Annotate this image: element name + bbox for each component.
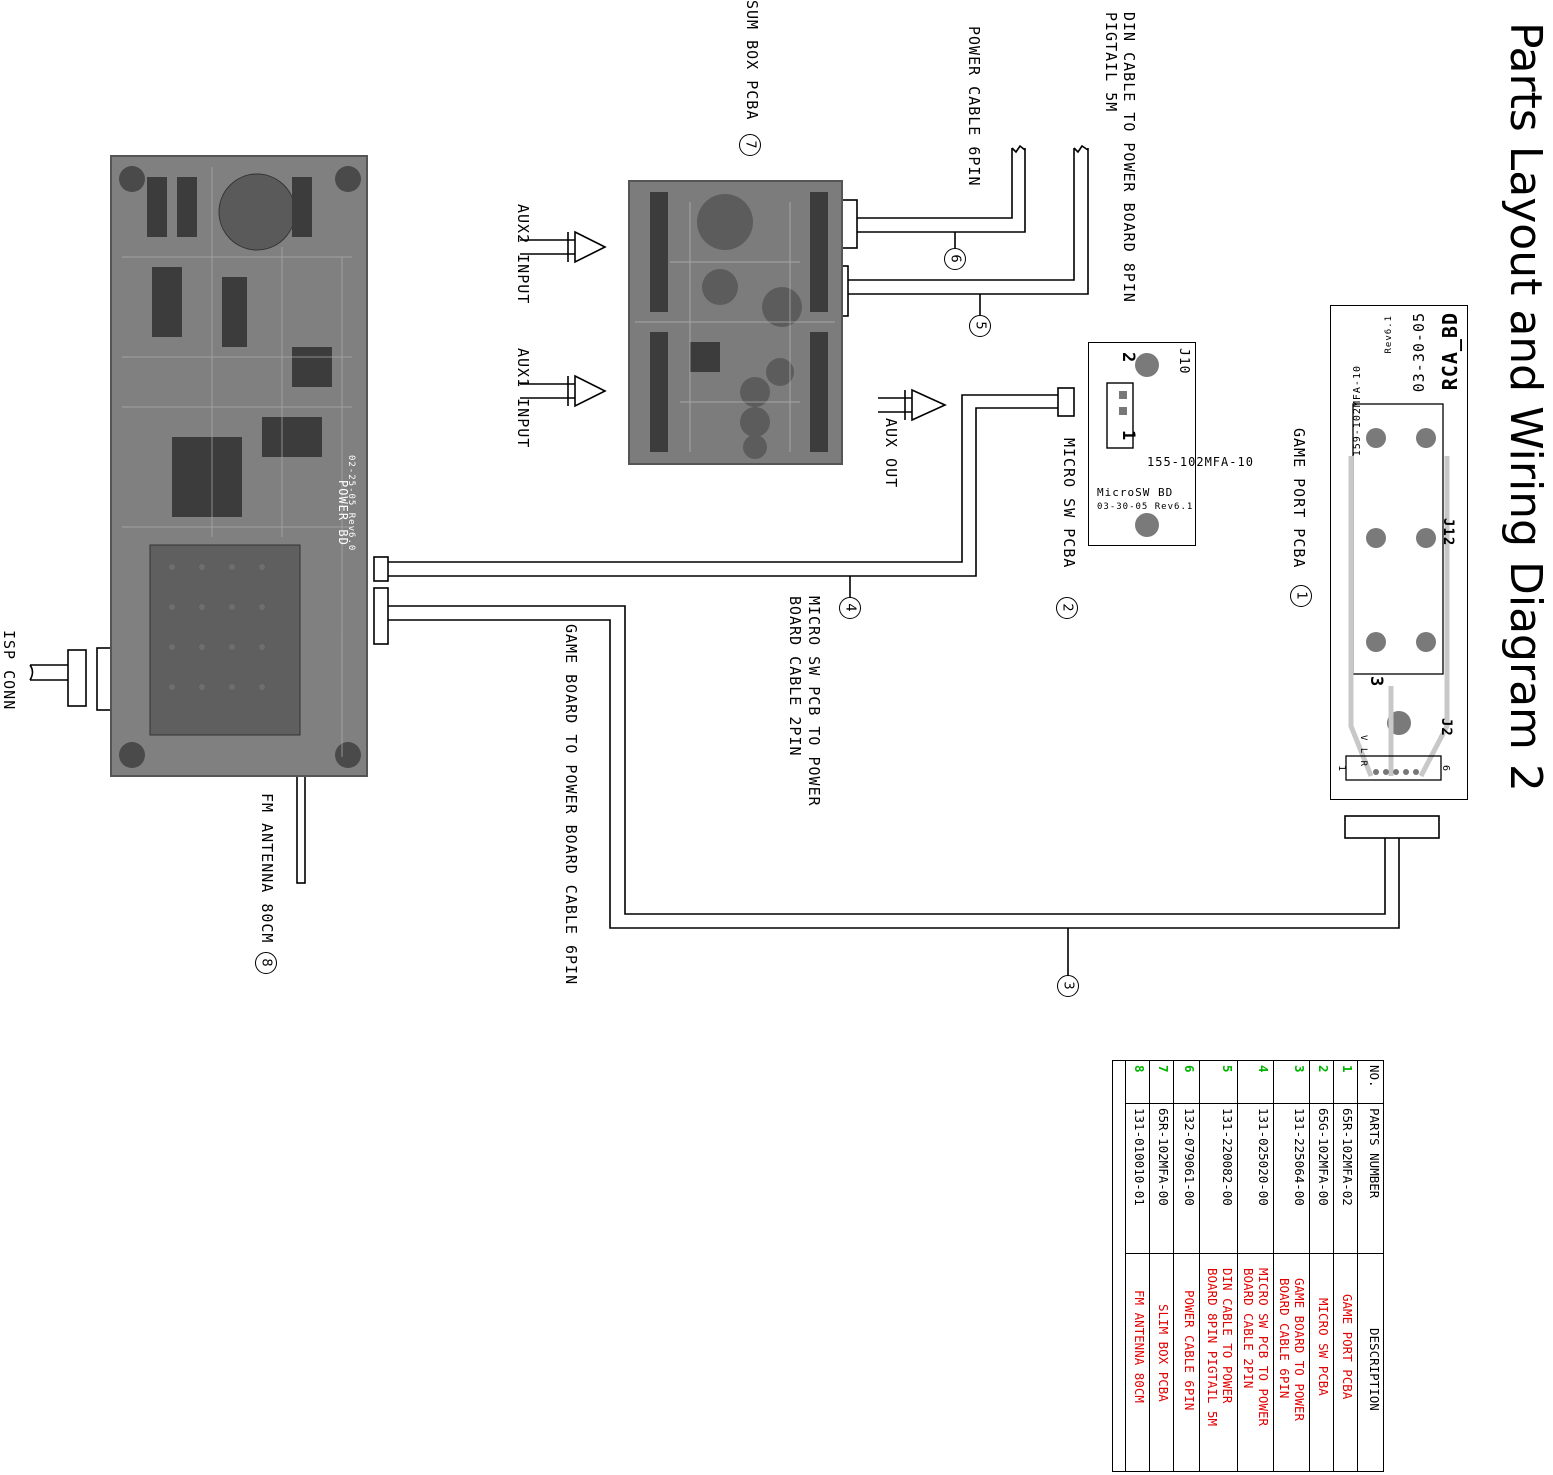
sum-box-pcb (628, 180, 843, 465)
callout-5: 5 (969, 315, 991, 337)
game-board-date: 03-30-05 (1410, 312, 1428, 393)
cable-3-path-b (388, 619, 1400, 929)
game-pin3: 3 (1366, 676, 1386, 688)
micro-board-name: MicroSW BD (1097, 486, 1174, 499)
micro-pin2: 2 (1118, 352, 1138, 364)
row-part-number: 131-225064-00 (1274, 1103, 1309, 1253)
row-part-number: 65G-102MFA-00 (1310, 1103, 1333, 1253)
row-number: 1 (1340, 1065, 1355, 1073)
cable-3-path (388, 605, 1386, 915)
game-board-name: RCA_BD (1438, 312, 1462, 391)
row-description: DIN CABLE TO POWER BOARD 8PIN PIGTAIL 5M (1200, 1253, 1237, 1473)
cable-4-path (388, 394, 1062, 563)
row-description: FM ANTENNA 80CM (1126, 1253, 1149, 1473)
label-micro-sw-pcba: MICRO SW PCBA (1060, 438, 1078, 569)
callout-6: 6 (944, 248, 966, 270)
label-din-cable-line2: PIGTAIL 5M (1102, 12, 1120, 113)
label-game-board-cable: GAME BOARD TO POWER BOARD CABLE 6PIN (562, 624, 580, 986)
callout-7: 7 (739, 134, 761, 156)
row-part-number: 131-010010-01 (1126, 1103, 1149, 1253)
label-fm-antenna: FM ANTENNA 80CM (258, 793, 276, 944)
power-board-traces (119, 166, 361, 768)
power-bd-label: POWER BD (336, 480, 350, 546)
row-description: GAME BOARD TO POWER BOARD CABLE 6PIN (1274, 1253, 1309, 1473)
game-pin1: 1 (1336, 765, 1347, 773)
row-part-number: 65R-102MFA-00 (1150, 1103, 1173, 1253)
table-row: 4 131-025020-00 MICRO SW PCB TO POWER BO… (1237, 1061, 1273, 1471)
label-isp-conn: ISP CONN (0, 630, 18, 711)
power-board-pcb (110, 155, 368, 777)
callout-8: 8 (255, 952, 277, 974)
game-vlr-label: V L R (1358, 735, 1368, 768)
row-number: 2 (1316, 1065, 1331, 1073)
row-number: 5 (1220, 1065, 1235, 1073)
game-pin6: 6 (1440, 765, 1451, 773)
label-aux-out: AUX OUT (882, 418, 900, 489)
label-sum-box: SUM BOX PCBA (743, 0, 761, 121)
row-description: MICRO SW PCBA (1310, 1253, 1333, 1473)
row-description: GAME PORT PCBA (1334, 1253, 1357, 1473)
row-number: 8 (1132, 1065, 1147, 1073)
row-part-number: 131-220082-00 (1200, 1103, 1237, 1253)
label-micro-cable-line1: MICRO SW PCB TO POWER (805, 596, 823, 807)
row-number: 6 (1182, 1065, 1197, 1073)
row-number: 4 (1256, 1065, 1271, 1073)
table-row: 1 65R-102MFA-02 GAME PORT PCBA (1333, 1061, 1357, 1471)
parts-table: NO. PARTS NUMBER DESCRIPTION 1 65R-102MF… (1112, 1060, 1384, 1472)
table-row: 8 131-010010-01 FM ANTENNA 80CM (1125, 1061, 1149, 1471)
game-board-rev: Rev6.1 (1384, 315, 1394, 354)
table-row: 5 131-220082-00 DIN CABLE TO POWER BOARD… (1199, 1061, 1237, 1471)
table-row: 7 65R-102MFA-00 SLIM BOX PCBA (1149, 1061, 1173, 1471)
game-board-part: 159-102MFA-10 (1352, 365, 1363, 457)
table-row: 3 131-225064-00 GAME BOARD TO POWER BOAR… (1273, 1061, 1309, 1471)
micro-sw-pcb (1088, 342, 1196, 546)
row-part-number: 65R-102MFA-02 (1334, 1103, 1357, 1253)
header-description: DESCRIPTION (1358, 1253, 1384, 1473)
row-description: SLIM BOX PCBA (1150, 1253, 1173, 1473)
row-part-number: 132-079061-00 (1174, 1103, 1199, 1253)
table-row: 6 132-079061-00 POWER CABLE 6PIN (1173, 1061, 1199, 1471)
row-description: POWER CABLE 6PIN (1174, 1253, 1199, 1473)
table-header-column: NO. PARTS NUMBER DESCRIPTION (1357, 1061, 1384, 1471)
label-game-port-pcba: GAME PORT PCBA (1290, 428, 1308, 569)
label-aux1-input: AUX1 INPUT (514, 348, 532, 449)
micro-part-number: 155-102MFA-10 (1147, 455, 1254, 469)
label-micro-cable-line2: BOARD CABLE 2PIN (786, 596, 804, 757)
header-no: NO. (1367, 1065, 1382, 1088)
callout-3: 3 (1057, 975, 1079, 997)
label-din-cable-line1: DIN CABLE TO POWER BOARD 8PIN (1120, 12, 1138, 303)
label-power-cable: POWER CABLE 6PIN (965, 26, 983, 187)
power-bd-rev: 02-25-05 Rev6.0 (346, 455, 356, 552)
row-number: 7 (1156, 1065, 1171, 1073)
game-j2-label: J2 (1438, 718, 1454, 737)
label-aux2-input: AUX2 INPUT (514, 204, 532, 305)
callout-2: 2 (1056, 597, 1078, 619)
micro-pin1: 1 (1118, 430, 1138, 442)
game-port-artwork (1345, 403, 1450, 781)
callout-4: 4 (839, 597, 861, 619)
game-j12-label: J12 (1440, 518, 1456, 547)
row-number: 3 (1292, 1065, 1307, 1073)
table-row: 2 65G-102MFA-00 MICRO SW PCBA (1309, 1061, 1333, 1471)
micro-board-rev: 03-30-05 Rev6.1 (1097, 502, 1194, 512)
cable-4-path-b (388, 407, 1062, 577)
micro-sw-artwork (1106, 353, 1159, 537)
callout-1: 1 (1290, 585, 1312, 607)
row-description: MICRO SW PCB TO POWER BOARD CABLE 2PIN (1238, 1253, 1273, 1473)
sum-box-traces (635, 192, 835, 459)
row-part-number: 131-025020-00 (1238, 1103, 1273, 1253)
diagram-title: Parts Layout and Wiring Diagram 2 (1500, 22, 1551, 792)
header-part-number: PARTS NUMBER (1358, 1103, 1384, 1253)
micro-j10-label: J10 (1176, 348, 1191, 375)
game-port-pcb (1330, 305, 1468, 800)
